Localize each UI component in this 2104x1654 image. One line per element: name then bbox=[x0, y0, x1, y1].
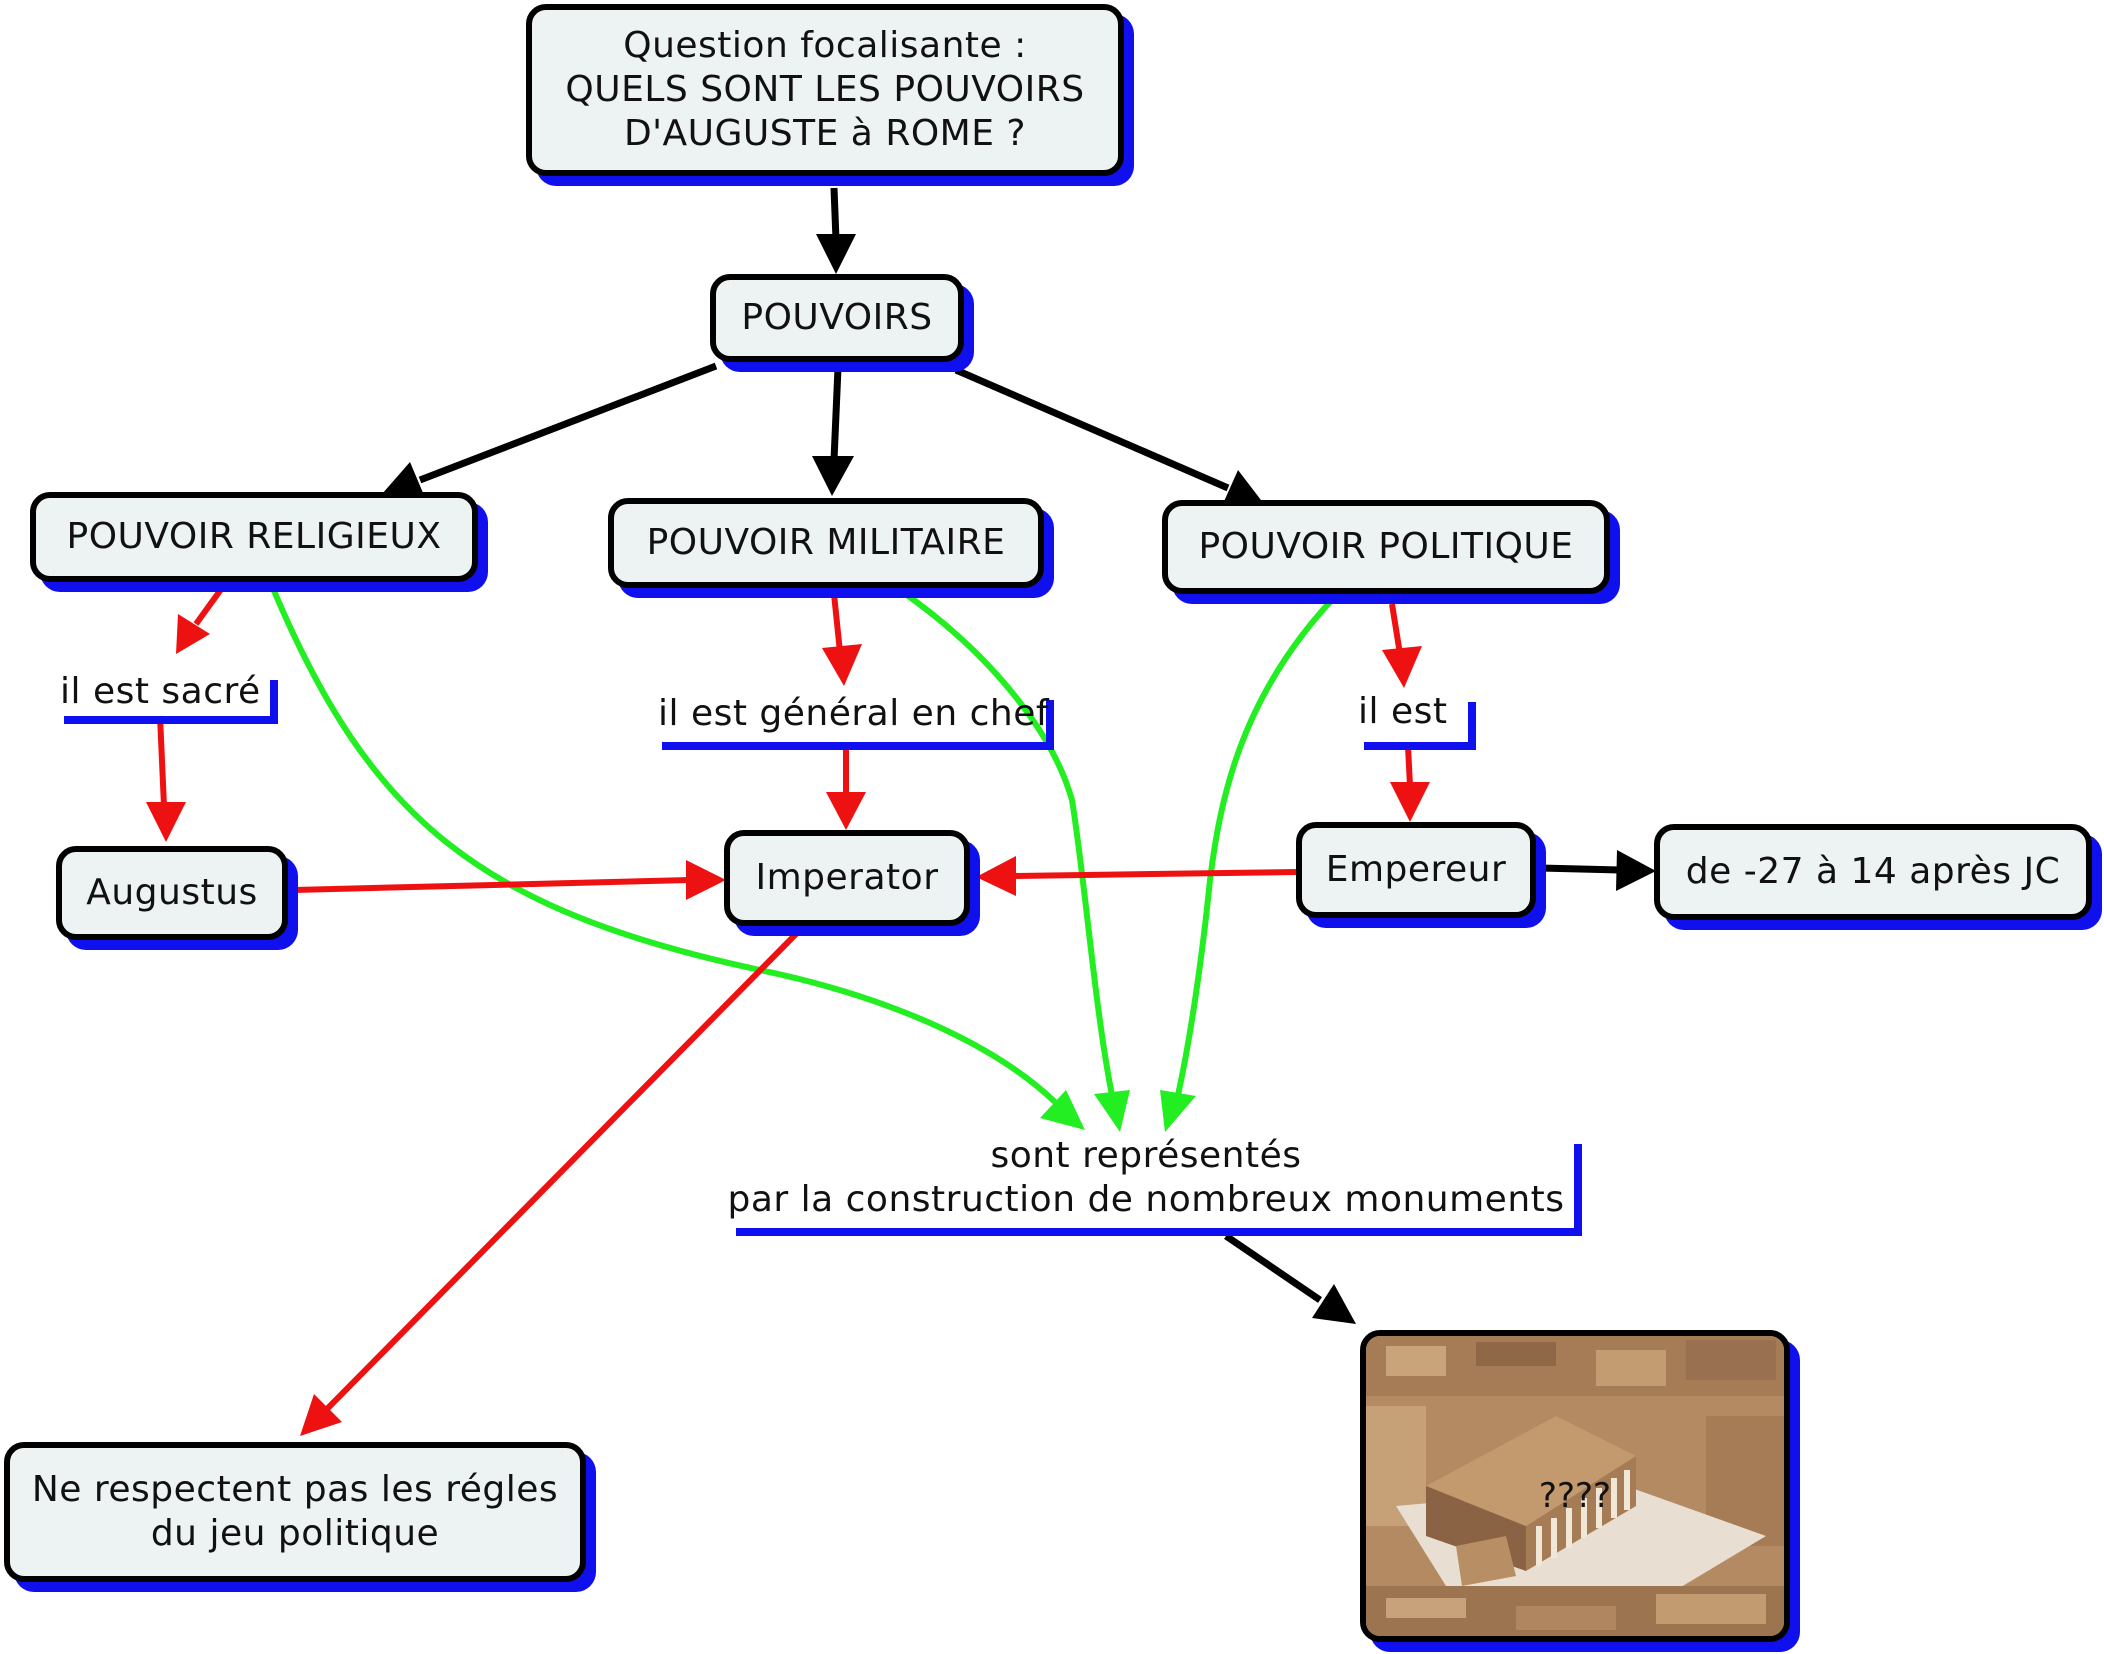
arrowhead-militaire-to-monuments bbox=[1094, 1090, 1130, 1132]
arrow-question-to-pouvoirs bbox=[830, 187, 840, 241]
arrowhead-pouvoirs-to-politique bbox=[1222, 470, 1264, 506]
link-underline-monuments bbox=[736, 1144, 1582, 1236]
empereur-node[interactable]: Empereur bbox=[1296, 822, 1536, 918]
arrowhead-sacre-to-augustus bbox=[146, 802, 186, 842]
arrow-politique-to-il-est bbox=[1389, 603, 1403, 655]
pouvoir-religieux-label: POUVOIR RELIGIEUX bbox=[66, 516, 442, 557]
arrow-empereur-to-imperator bbox=[1011, 869, 1297, 879]
dates-label: de -27 à 14 après JC bbox=[1685, 851, 2061, 892]
arrowhead-religieux-to-sacre bbox=[176, 614, 210, 654]
temple-photo-caption: ???? bbox=[1538, 1476, 1612, 1516]
temple-photo-node[interactable]: ???? bbox=[1360, 1330, 1790, 1642]
arrow-religieux-to-sacre bbox=[193, 586, 225, 626]
link-label-monuments: sont représentés par la construction de … bbox=[727, 1135, 1565, 1220]
imperator-label: Imperator bbox=[755, 857, 939, 898]
regles-node[interactable]: Ne respectent pas les régles du jeu poli… bbox=[4, 1442, 586, 1582]
arrowhead-question-to-pouvoirs bbox=[816, 234, 856, 274]
augustus-node[interactable]: Augustus bbox=[56, 846, 288, 940]
arrow-pouvoirs-to-militaire bbox=[830, 367, 842, 461]
question-text: Question focalisante : QUELS SONT LES PO… bbox=[565, 25, 1085, 154]
arrow-il-est-to-empereur bbox=[1405, 745, 1413, 787]
arrow-augustus-to-imperator bbox=[293, 877, 691, 893]
arrow-militaire-to-monuments bbox=[898, 587, 1115, 1096]
pouvoirs-label: POUVOIRS bbox=[741, 297, 933, 338]
dates-node[interactable]: de -27 à 14 après JC bbox=[1654, 824, 2092, 920]
arrowhead-pouvoirs-to-religieux bbox=[382, 462, 426, 500]
augustus-label: Augustus bbox=[86, 872, 258, 913]
link-label-il-est: il est bbox=[1358, 691, 1448, 732]
question-node[interactable]: Question focalisante : QUELS SONT LES PO… bbox=[526, 4, 1124, 176]
arrowhead-augustus-to-imperator bbox=[686, 860, 726, 900]
temple-photo-icon bbox=[1366, 1336, 1784, 1636]
link-label-general: il est général en chef bbox=[658, 693, 1050, 734]
arrowhead-empereur-to-imperator bbox=[976, 856, 1016, 896]
arrowhead-general-to-imperator bbox=[826, 792, 866, 830]
arrowhead-militaire-to-general bbox=[822, 644, 862, 686]
pouvoirs-node[interactable]: POUVOIRS bbox=[710, 274, 964, 362]
arrow-pouvoirs-to-religieux bbox=[418, 362, 718, 484]
arrow-sacre-to-augustus bbox=[157, 715, 167, 807]
arrowhead-religieux-to-monuments bbox=[1040, 1090, 1085, 1130]
arrow-empereur-to-dates bbox=[1539, 864, 1621, 874]
arrow-monuments-to-image bbox=[1224, 1233, 1322, 1303]
link-underline-il-est bbox=[1364, 702, 1476, 750]
regles-label: Ne respectent pas les régles du jeu poli… bbox=[31, 1469, 559, 1554]
pouvoir-militaire-label: POUVOIR MILITAIRE bbox=[646, 522, 1006, 563]
arrowhead-politique-to-monuments bbox=[1160, 1090, 1196, 1132]
pouvoir-politique-label: POUVOIR POLITIQUE bbox=[1198, 526, 1574, 567]
arrowhead-il-est-to-empereur bbox=[1390, 782, 1430, 822]
arrowhead-politique-to-il-est bbox=[1382, 646, 1422, 688]
arrow-imperator-to-regles bbox=[323, 931, 799, 1413]
empereur-label: Empereur bbox=[1325, 849, 1507, 890]
arrow-pouvoirs-to-politique bbox=[954, 366, 1230, 492]
arrowhead-pouvoirs-to-militaire bbox=[812, 456, 854, 496]
link-underline-sacre bbox=[64, 680, 278, 724]
pouvoir-religieux-node[interactable]: POUVOIR RELIGIEUX bbox=[30, 492, 478, 582]
imperator-node[interactable]: Imperator bbox=[724, 830, 970, 926]
pouvoir-militaire-node[interactable]: POUVOIR MILITAIRE bbox=[608, 498, 1044, 588]
arrow-religieux-to-monuments bbox=[269, 584, 1058, 1105]
arrowhead-monuments-to-image bbox=[1312, 1284, 1356, 1324]
link-underline-general bbox=[662, 700, 1054, 750]
arrowhead-imperator-to-regles bbox=[300, 1394, 342, 1436]
arrow-militaire-to-general bbox=[831, 593, 843, 653]
link-label-sacre: il est sacré bbox=[60, 671, 261, 712]
arrowhead-empereur-to-dates bbox=[1616, 850, 1656, 891]
pouvoir-politique-node[interactable]: POUVOIR POLITIQUE bbox=[1162, 500, 1610, 594]
